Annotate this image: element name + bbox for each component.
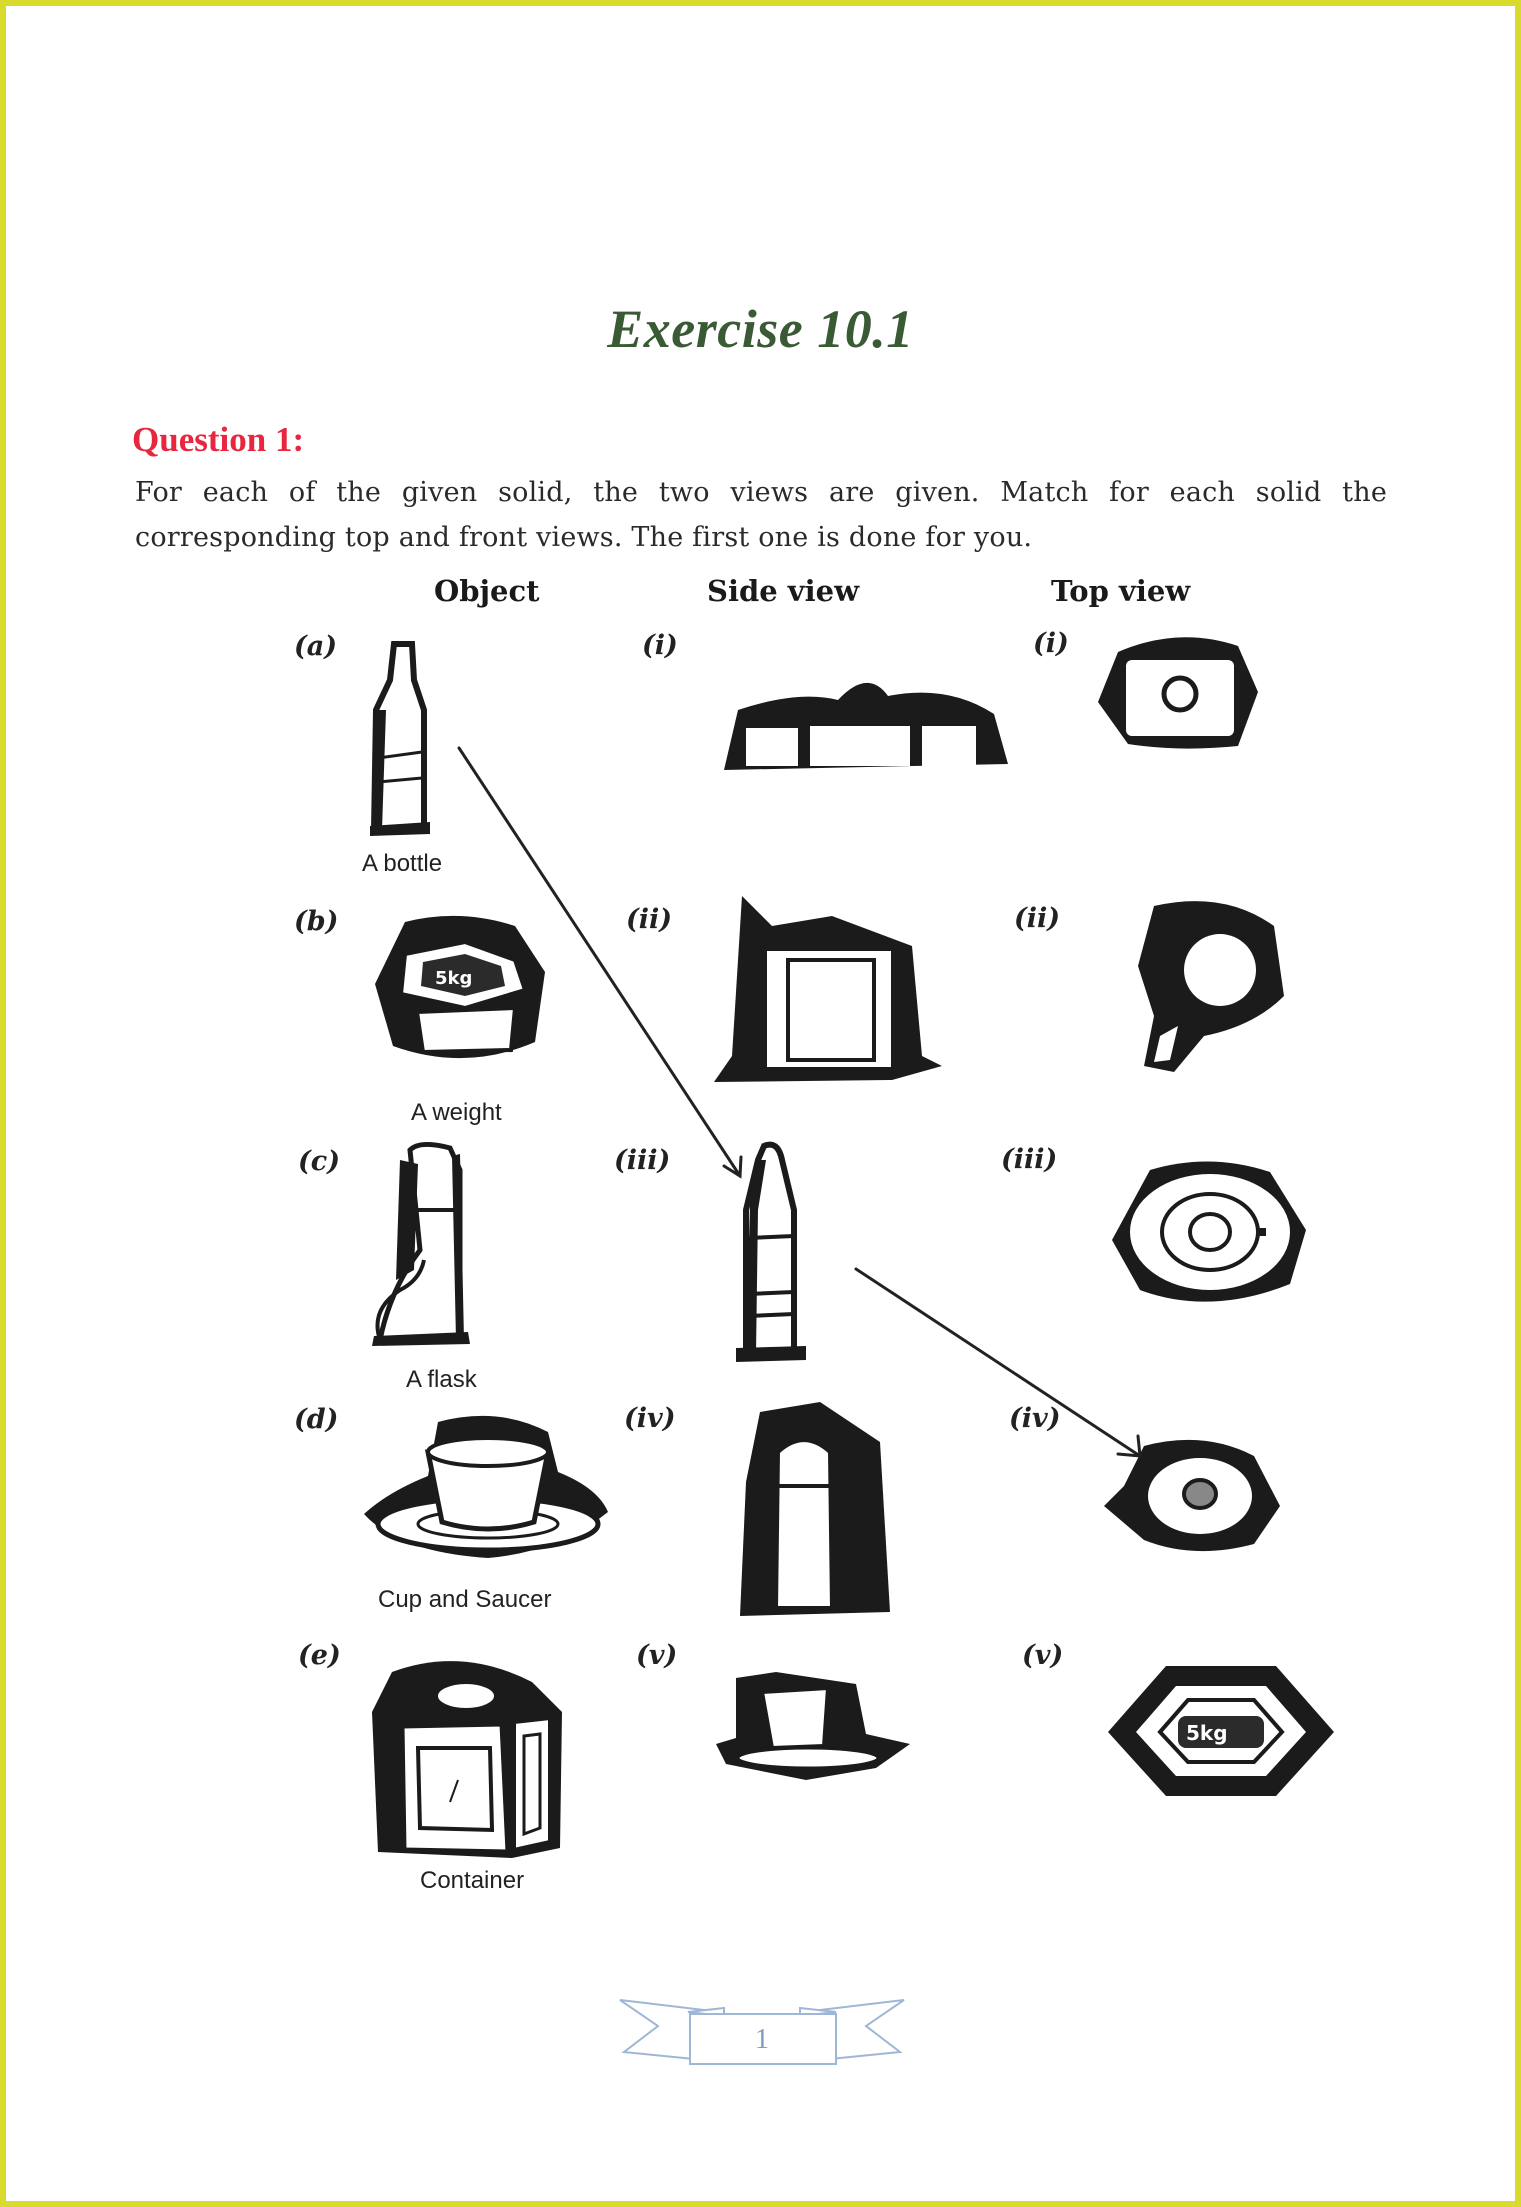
object-label-d: (d) [294,1404,339,1435]
question-text: For each of the given solid, the two vie… [135,477,1387,553]
object-label-a: (a) [294,631,338,662]
page-number: 1 [755,2024,769,2055]
top-view-label-iv: (iv) [1009,1403,1061,1434]
caption-weight: A weight [411,1099,502,1126]
top-view-label-ii: (ii) [1014,903,1061,934]
weight-side-view-icon [718,660,1018,780]
object-label-e: (e) [298,1640,341,1671]
bottle-icon [362,640,452,840]
svg-text:5kg: 5kg [1186,1721,1228,1745]
container-icon [362,1652,572,1862]
caption-cup-and-saucer: Cup and Saucer [378,1586,552,1613]
column-header-top-view: Top view [1051,574,1191,608]
column-header-side-view: Side view [707,574,860,608]
top-view-label-i: (i) [1033,628,1069,659]
flask-top-view-icon [1134,896,1294,1076]
top-view-label-v: (v) [1022,1640,1064,1671]
side-view-label-v: (v) [636,1640,678,1671]
caption-container: Container [420,1867,525,1894]
side-view-label-iii: (iii) [614,1145,671,1176]
bottle-side-view-icon [724,1140,824,1370]
question-label: Question 1: [132,420,305,459]
object-label-b: (b) [294,906,339,937]
caption-flask: A flask [406,1366,477,1393]
flask-icon [360,1140,510,1350]
exercise-title: Exercise 10.1 [607,299,914,359]
side-view-label-ii: (ii) [626,904,673,935]
column-header-object: Object [434,574,540,608]
weight-top-view-icon: 5kg [1106,1656,1336,1806]
cup-saucer-side-view-icon [716,1664,916,1794]
container-top-view-icon [1098,632,1258,752]
container-side-view-icon [712,886,952,1086]
page-number-ribbon [612,1990,912,2070]
flask-side-view-icon [720,1402,910,1622]
object-label-c: (c) [298,1146,340,1177]
svg-text:5kg: 5kg [435,968,472,989]
bottle-top-view-icon [1104,1436,1284,1556]
cup-saucer-top-view-icon [1110,1160,1310,1310]
top-view-label-iii: (iii) [1001,1144,1058,1175]
side-view-label-i: (i) [642,630,678,661]
weight-icon: 5kg [365,912,555,1082]
side-view-label-iv: (iv) [624,1403,676,1434]
cup-and-saucer-icon [358,1412,618,1582]
caption-bottle: A bottle [362,850,443,877]
